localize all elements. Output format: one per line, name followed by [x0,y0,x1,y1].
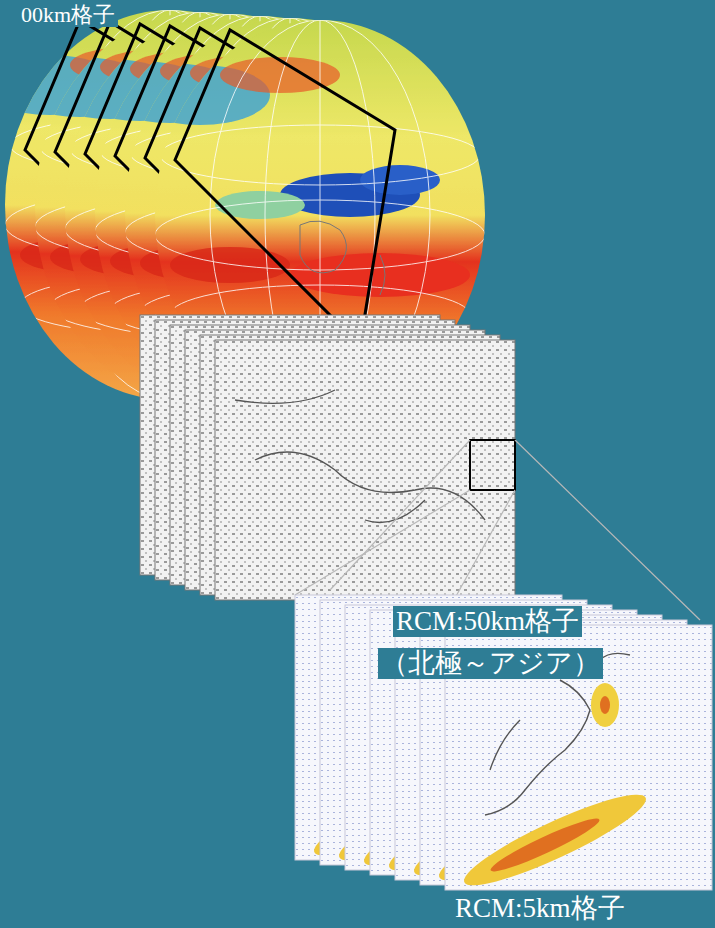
regional-50km-stack [140,315,515,600]
model-label: RCM:5km格子 [452,893,628,924]
model-label: RCM:50km格子 [393,606,582,637]
regional-5km-stack [295,595,712,899]
grid-label: 00km格子 [18,2,118,27]
region-label: （北極～アジア） [378,648,603,679]
